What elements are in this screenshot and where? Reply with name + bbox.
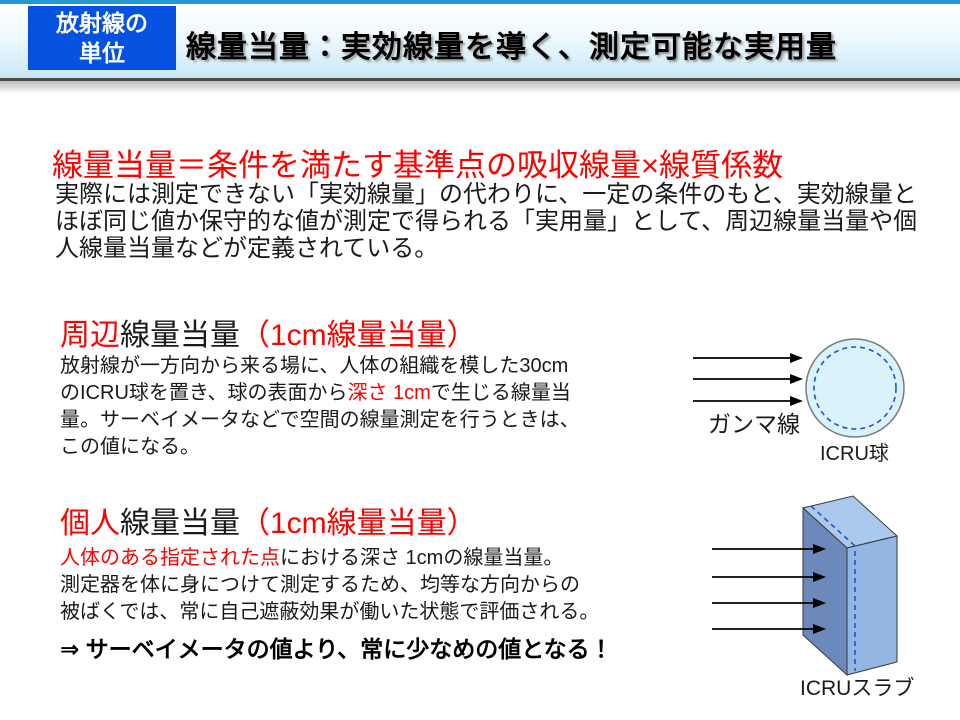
- ambient-line2b-depth: 深さ 1cm: [347, 382, 431, 404]
- intro-paragraph-line2: ほぼ同じ値か保守的な値が測定で得られる「実用量」として、周辺線量当量や個: [55, 208, 918, 235]
- intro-paragraph: 実際には測定できない「実効線量」の代わりに、一定の条件のもと、実効線量と ほぼ同…: [55, 181, 917, 262]
- ambient-body-line2: のICRU球を置き、球の表面から深さ 1cmで生じる線量当: [60, 380, 580, 407]
- intro-paragraph-line3: 人線量当量などが定義されている。: [55, 235, 439, 262]
- depth-1cm-dashed-circle: [813, 346, 897, 430]
- section-heading-ambient: 周辺線量当量（1cm線量当量）: [60, 310, 477, 354]
- top-accent-strip: [0, 0, 960, 4]
- category-badge: 放射線の 単位: [28, 6, 176, 70]
- personal-body-line3: 被ばくでは、常に自己遮蔽効果が働いた状態で評価される。: [60, 601, 600, 623]
- ambient-body-line4: この値になる。: [60, 436, 200, 458]
- personal-body: 人体のある指定された点における深さ 1cmの線量当量。 測定器を体に身につけて測…: [60, 545, 599, 626]
- gamma-ray-label: ガンマ線: [708, 411, 800, 437]
- conclusion-line: ⇒ サーベイメータの値より、常に少なめの値となる！: [60, 636, 613, 662]
- category-badge-line1: 放射線の: [56, 9, 148, 36]
- ambient-body: 放射線が一方向から来る場に、人体の組織を模した30cm のICRU球を置き、球の…: [60, 353, 580, 461]
- icru-slab-label: ICRUスラブ: [800, 677, 915, 700]
- icru-slab-diagram: [712, 495, 899, 677]
- personal-body-line1: 人体のある指定された点における深さ 1cmの線量当量。: [60, 545, 599, 572]
- ambient-body-line1: 放射線が一方向から来る場に、人体の組織を模した30cm: [60, 355, 569, 377]
- personal-line1b: における深さ 1cmの線量当量。: [280, 547, 564, 569]
- ambient-body-line3: 量。サーベイメータなどで空間の線量測定を行うときは、: [60, 409, 580, 431]
- definition-heading: 線量当量＝条件を満たす基準点の吸収線量×線質係数: [52, 148, 784, 183]
- personal-body-line2: 測定器を体に身につけて測定するため、均等な方向からの: [60, 574, 580, 596]
- depth-1cm-dashed-top: [810, 505, 856, 547]
- ambient-line2a: のICRU球を置き、球の表面から: [60, 382, 348, 404]
- icru-sphere: [805, 338, 905, 438]
- section-heading-personal: 個人線量当量（1cm線量当量）: [60, 498, 477, 542]
- personal-heading-red2: （1cm線量当量）: [240, 507, 477, 540]
- icru-sphere-label: ICRU球: [820, 443, 889, 465]
- intro-paragraph-line1: 実際には測定できない「実効線量」の代わりに、一定の条件のもと、実効線量と: [55, 181, 917, 208]
- header-shadow: [0, 81, 960, 94]
- ambient-line2c: で生じる線量当: [430, 382, 571, 404]
- icru-sphere-diagram: [693, 338, 905, 438]
- category-badge-line2: 単位: [79, 40, 125, 66]
- slide-title: 線量当量：実効線量を導く、測定可能な実用量: [186, 31, 837, 64]
- gamma-ray-arrows: [693, 353, 803, 406]
- personal-heading-black: 線量当量: [120, 507, 240, 540]
- ambient-heading-red1: 周辺: [60, 319, 120, 352]
- radiation-arrows: [712, 544, 826, 634]
- ambient-heading-red2: （1cm線量当量）: [240, 319, 477, 352]
- ambient-heading-black: 線量当量: [120, 319, 240, 352]
- personal-heading-red1: 個人: [60, 507, 120, 540]
- personal-line1a-point: 人体のある指定された点: [60, 547, 280, 569]
